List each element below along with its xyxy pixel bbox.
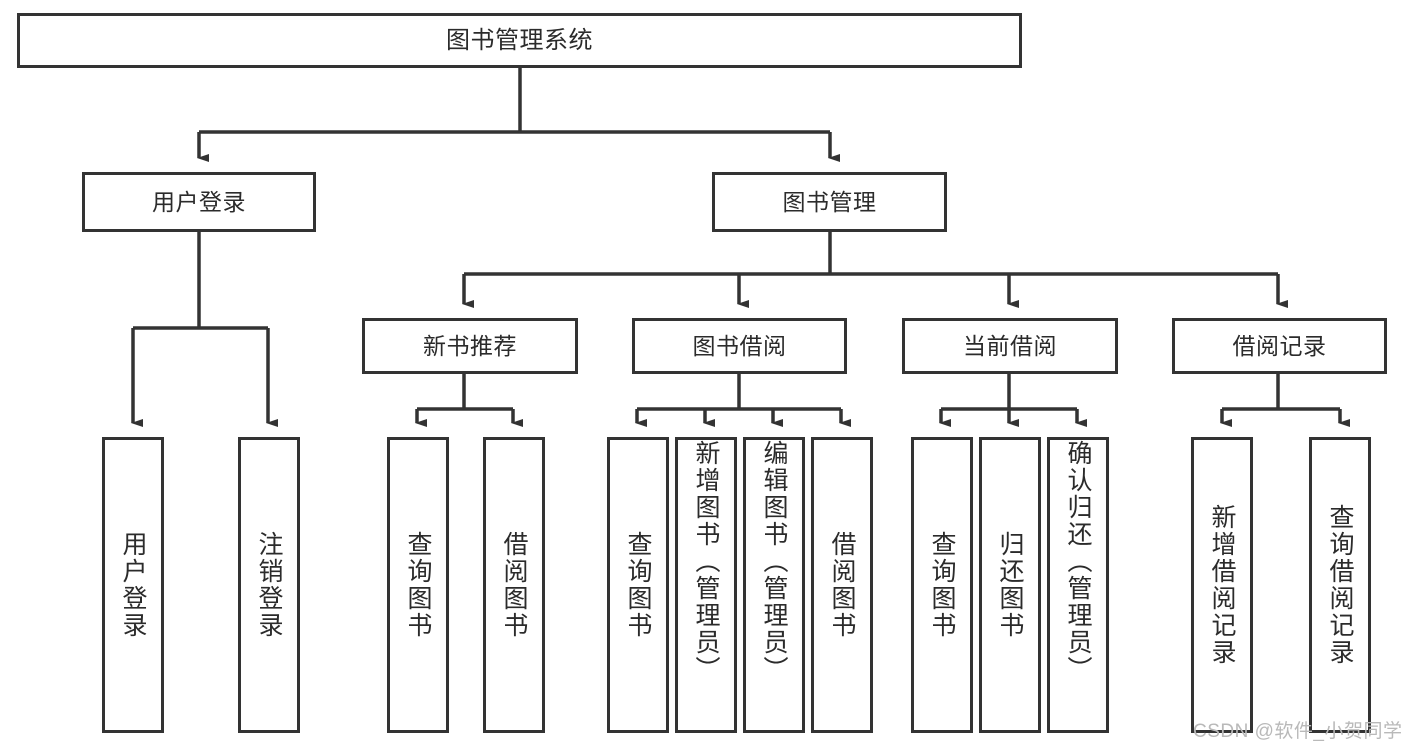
node-current-borrowing[interactable]: 当前借阅: [902, 318, 1118, 374]
node-label: 用户登录: [119, 531, 147, 639]
node-label: 图书管理系统: [446, 26, 593, 54]
node-label: 新书推荐: [423, 332, 517, 359]
node-label: 用户登录: [152, 188, 246, 215]
leaf-node-query-book-new-rec[interactable]: 查询图书: [387, 437, 449, 733]
node-label: 确认归还（管理员）: [1064, 440, 1092, 683]
node-book-borrowing[interactable]: 图书借阅: [632, 318, 847, 374]
node-label: 查询图书: [404, 531, 432, 639]
node-label: 查询图书: [928, 531, 956, 639]
node-label: 查询借阅记录: [1326, 504, 1354, 666]
node-book-management[interactable]: 图书管理: [712, 172, 947, 232]
node-label: 注销登录: [255, 531, 283, 639]
leaf-node-add-borrow-record[interactable]: 新增借阅记录: [1191, 437, 1253, 733]
node-label: 查询图书: [624, 531, 652, 639]
leaf-node-query-book-current[interactable]: 查询图书: [911, 437, 973, 733]
node-label: 图书管理: [782, 188, 877, 215]
leaf-node-user-login[interactable]: 用户登录: [102, 437, 164, 733]
leaf-node-query-borrow-record[interactable]: 查询借阅记录: [1309, 437, 1371, 733]
node-label: 图书借阅: [692, 332, 787, 359]
node-label: 新增借阅记录: [1208, 504, 1236, 666]
leaf-node-confirm-return-admin[interactable]: 确认归还（管理员）: [1047, 437, 1109, 733]
leaf-node-borrow-book-new-rec[interactable]: 借阅图书: [483, 437, 545, 733]
leaf-node-query-book-borrowing[interactable]: 查询图书: [607, 437, 669, 733]
node-label: 新增图书（管理员）: [692, 440, 720, 683]
leaf-node-borrow-book-borrowing[interactable]: 借阅图书: [811, 437, 873, 733]
node-label: 借阅图书: [500, 531, 528, 639]
node-label: 借阅图书: [828, 531, 856, 639]
node-label: 编辑图书（管理员）: [760, 440, 788, 683]
node-label: 归还图书: [996, 531, 1024, 639]
leaf-node-return-book[interactable]: 归还图书: [979, 437, 1041, 733]
csdn-watermark: CSDN @软件_小贺同学: [1193, 721, 1403, 742]
node-label: 借阅记录: [1232, 332, 1327, 359]
leaf-node-logout[interactable]: 注销登录: [238, 437, 300, 733]
node-borrow-record[interactable]: 借阅记录: [1172, 318, 1387, 374]
node-new-book-recommendation[interactable]: 新书推荐: [362, 318, 578, 374]
node-root-book-management-system[interactable]: 图书管理系统: [17, 13, 1022, 68]
leaf-node-add-book-admin[interactable]: 新增图书（管理员）: [675, 437, 737, 733]
leaf-node-edit-book-admin[interactable]: 编辑图书（管理员）: [743, 437, 805, 733]
node-label: 当前借阅: [963, 332, 1057, 359]
node-user-login[interactable]: 用户登录: [82, 172, 316, 232]
